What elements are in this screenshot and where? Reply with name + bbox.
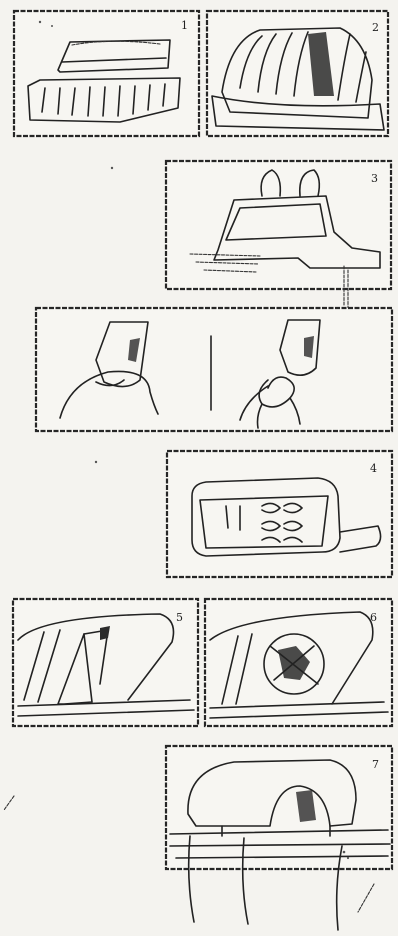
step-number-4: 4 (370, 462, 377, 475)
panel-knot-frame (36, 308, 392, 431)
panel-4-frame (167, 451, 392, 577)
panel-knot (36, 308, 392, 431)
step-number-7: 7 (372, 758, 379, 771)
step-number-5: 5 (176, 611, 183, 624)
step-number-2: 2 (372, 21, 379, 34)
panel-7: 7 (166, 746, 392, 930)
step-number-1: 1 (181, 19, 188, 32)
panel-5-frame (13, 599, 198, 726)
panel-5: 5 (13, 599, 198, 726)
panel-6: 6 (205, 599, 392, 726)
panel-3: 3 (166, 161, 391, 312)
panel-4: 4 (167, 451, 392, 577)
panel-7-frame (166, 746, 392, 869)
panel-2: 2 (207, 11, 388, 136)
panel-1-frame (14, 11, 199, 136)
step-number-3: 3 (371, 172, 378, 185)
panel-1: 1 (14, 11, 199, 136)
